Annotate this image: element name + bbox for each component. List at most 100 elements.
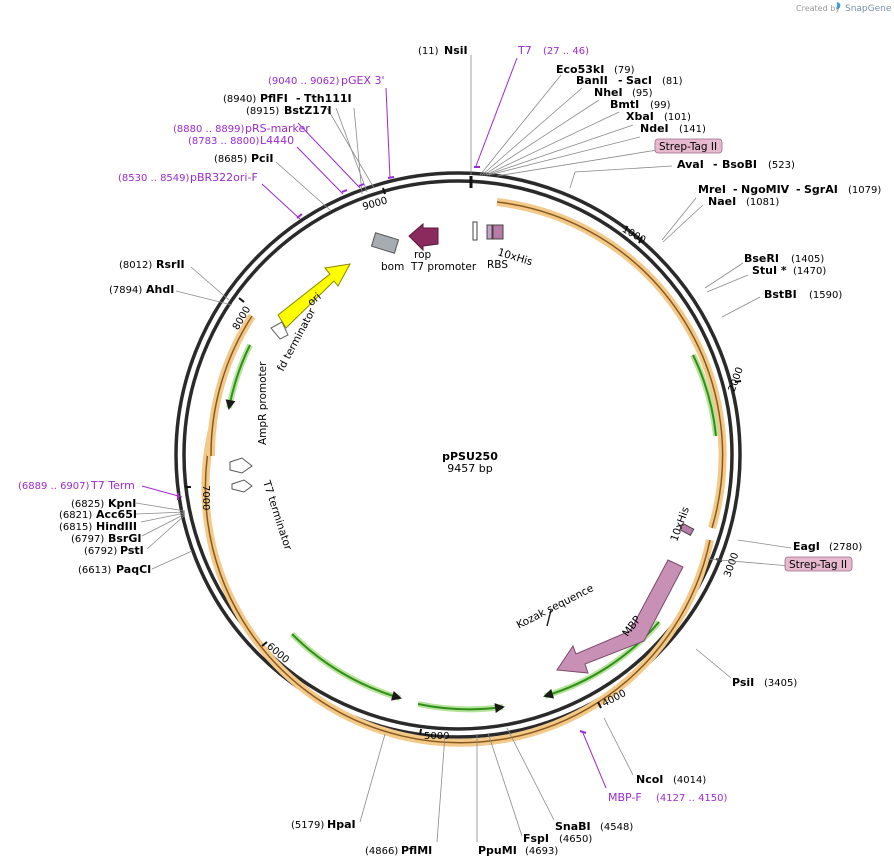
site-acc65i-pos: (6821) xyxy=(59,510,92,521)
site-banii: BanII xyxy=(576,74,608,87)
site-avai: AvaI xyxy=(677,158,704,171)
t7-promoter-label: T7 promoter xyxy=(410,261,477,273)
site-bsrgi-pos: (6797) xyxy=(71,534,104,545)
site-fspi: FspI xyxy=(523,832,549,845)
site-eco53ki-pos: (79) xyxy=(614,65,635,76)
site-ahdi: AhdI xyxy=(146,283,174,296)
site-saci: SacI xyxy=(626,74,652,87)
site-rsrii-pos: (8012) xyxy=(119,260,152,271)
mbp-arrow xyxy=(556,559,684,674)
site-kpni: KpnI xyxy=(108,497,136,510)
his-tag-lower-label: 10xHis xyxy=(668,505,692,543)
primer-mbp-f-range: (4127 .. 4150) xyxy=(656,793,728,804)
site-nsii: NsiI xyxy=(444,44,468,57)
strep-tag-lower-box xyxy=(784,556,853,572)
site-tth111i: Tth111I xyxy=(304,92,352,105)
site-sep-5: - xyxy=(296,92,301,105)
site-bsrgi: BsrGI xyxy=(108,532,141,545)
site-bstz17i-pos: (8915) xyxy=(246,106,279,117)
site-bsobi: BsoBI xyxy=(722,158,757,171)
site-bseri-pos: (1405) xyxy=(791,254,824,265)
site-hindiii-pos: (6815) xyxy=(59,522,92,533)
orf-green-arrow-1 xyxy=(692,354,717,437)
site-bseri: BseRI xyxy=(744,252,779,265)
site-psii-pos: (3405) xyxy=(764,678,797,689)
site-nhei-pos: (95) xyxy=(632,88,653,99)
site-paqci-pos: (6613) xyxy=(78,565,111,576)
site-sep-4: - xyxy=(796,183,801,196)
site-pflfi: PflFI xyxy=(260,92,288,105)
primer-markers xyxy=(177,166,587,734)
primer-pbr322ori-f-range: (8530 .. 8549) xyxy=(118,173,190,184)
primer-l4440-range: (8783 .. 8800) xyxy=(188,136,260,147)
primer-pbr322ori-f: pBR322ori-F xyxy=(190,171,258,184)
site-snabi: SnaBI xyxy=(555,820,591,833)
site-paqci: PaqCI xyxy=(116,563,151,576)
site-mrei: MreI xyxy=(698,183,726,196)
site-sep-1: - xyxy=(618,74,623,87)
site-pflmi: PflMI xyxy=(401,844,432,857)
orf-green-arrow-5 xyxy=(225,344,251,410)
plasmid-name: pPSU250 xyxy=(442,450,498,463)
t7-terminator-icon xyxy=(231,479,253,493)
primer-prs-marker: pRS-marker xyxy=(245,122,310,135)
primer-t7-term-range: (6889 .. 6907) xyxy=(18,481,90,492)
t7-promoter-icon xyxy=(472,221,478,241)
ampr-promoter-label: AmpR promoter xyxy=(257,361,269,445)
site-nhei: NheI xyxy=(594,86,623,99)
site-ndei-pos: (141) xyxy=(679,124,706,135)
kozak-label: Kozak sequence xyxy=(515,582,596,631)
site-pflmi-pos: (4866) xyxy=(365,846,398,857)
primer-pgex3: pGEX 3' xyxy=(341,74,385,87)
site-ncoi-pos: (4014) xyxy=(673,775,706,786)
strep-tag-top-label: Strep-Tag II xyxy=(659,141,717,153)
site-psii: PsiI xyxy=(732,676,754,689)
site-bsobi-pos: (523) xyxy=(768,160,795,171)
site-sep-2: - xyxy=(713,158,718,171)
orf-arc-2-line xyxy=(204,425,711,744)
site-pflfi-pos: (8940) xyxy=(223,94,256,105)
site-hpai-pos: (5179) xyxy=(291,820,324,831)
site-hindiii: HindIII xyxy=(96,520,137,533)
site-sgrai: SgrAI xyxy=(804,183,838,196)
site-pcii-pos: (8685) xyxy=(214,154,247,165)
site-ngomiv: NgoMIV xyxy=(741,183,790,196)
site-kpni-pos: (6825) xyxy=(71,499,104,510)
backbone-outer-ring xyxy=(174,171,742,739)
site-pcii: PciI xyxy=(251,152,273,165)
site-ppumi-pos: (4693) xyxy=(525,846,558,857)
primer-pgex3-range: (9040 .. 9062) xyxy=(268,76,340,87)
primer-t7: T7 xyxy=(517,44,532,57)
site-naei: NaeI xyxy=(708,195,736,208)
site-bmti: BmtI xyxy=(610,98,639,111)
his-tag-top-marker xyxy=(492,224,504,240)
site-rsrii: RsrII xyxy=(156,258,185,271)
primer-t7-term: T7 Term xyxy=(90,479,135,492)
orf-arc-3-line xyxy=(210,315,253,457)
site-ppumi: PpuMI xyxy=(478,844,517,857)
fd-terminator-icon xyxy=(270,321,289,340)
tick-3000: 3000 xyxy=(722,551,741,579)
primer-leader-lines xyxy=(141,57,607,789)
rop-arrow xyxy=(408,222,439,252)
credit-brand: SnapGene xyxy=(845,4,892,14)
site-acc65i: Acc65I xyxy=(96,508,137,521)
orf-green-arrow-3 xyxy=(417,703,505,714)
bom-label: bom xyxy=(381,261,404,273)
site-bstbi: BstBI xyxy=(764,288,797,301)
site-xbai-pos: (101) xyxy=(664,112,691,123)
orf-green-arrow-4 xyxy=(291,633,402,701)
site-bmti-pos: (99) xyxy=(650,100,671,111)
orf-green-arrow-2 xyxy=(543,621,660,699)
site-bstbi-pos: (1590) xyxy=(809,290,842,301)
orf-arc-1 xyxy=(496,198,727,530)
site-stui-pos: (1470) xyxy=(793,266,826,277)
kozak-marker xyxy=(546,609,552,627)
rbs-marker xyxy=(486,224,493,240)
ampr-promoter-icon xyxy=(229,457,253,474)
site-ncoi: NcoI xyxy=(636,773,663,786)
tick-2000: 2000 xyxy=(727,366,746,394)
site-stui: StuI * xyxy=(752,264,787,277)
bom-box xyxy=(370,232,400,254)
